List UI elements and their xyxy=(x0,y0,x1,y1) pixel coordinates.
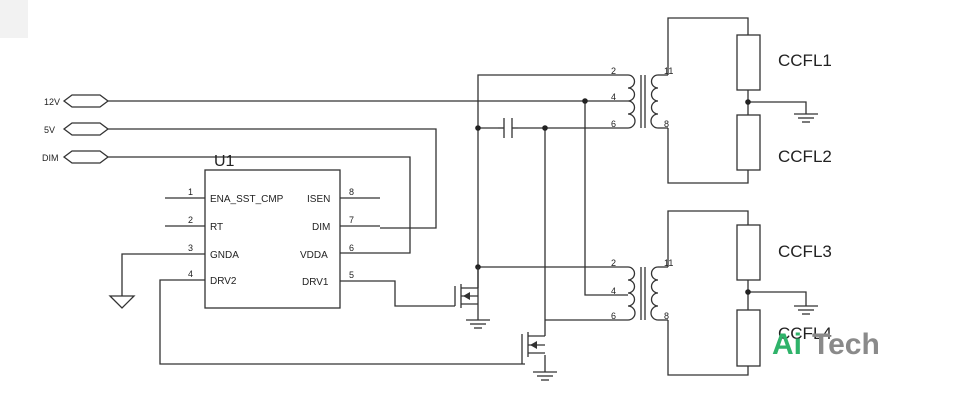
ground-fet2 xyxy=(533,371,557,381)
lamp-body xyxy=(736,34,761,91)
pin-label: DIM xyxy=(312,222,330,233)
wire-t1-pin2 xyxy=(477,74,628,306)
ground-gnda xyxy=(108,295,136,309)
pin-label: ENA_SST_CMP xyxy=(210,194,284,205)
ic-body xyxy=(204,169,341,309)
pin-num: 4 xyxy=(611,92,616,102)
transformer-t2: 2 4 6 11 8 xyxy=(611,258,673,321)
wire-drv2 xyxy=(159,279,525,365)
input-5v-connector xyxy=(62,122,110,136)
input-5v-label: 5V xyxy=(44,125,55,135)
input-12v-connector xyxy=(62,94,110,108)
pin-num: 5 xyxy=(349,270,354,280)
wire-5v xyxy=(108,128,437,229)
pin-num: 2 xyxy=(611,258,616,268)
wire-gnda xyxy=(121,253,205,296)
transformer-t1: 2 4 6 11 8 xyxy=(611,66,673,129)
ic-u1: U1 1 2 3 4 ENA_SST_CMP RT GNDA DRV2 ISEN… xyxy=(188,153,354,309)
pin-label: DRV2 xyxy=(210,276,237,287)
watermark-logo: Ai Tech xyxy=(772,328,880,361)
pin-label: VDDA xyxy=(300,250,328,261)
pin-num: 4 xyxy=(188,269,193,279)
pin-num: 8 xyxy=(349,187,354,197)
lamp-label: CCFL3 xyxy=(778,242,832,261)
pin-label: GNDA xyxy=(210,250,239,261)
pin-num: 6 xyxy=(349,243,354,253)
lamp-body xyxy=(736,309,761,367)
wires xyxy=(108,17,807,376)
input-12v: 12V xyxy=(44,94,110,108)
ground-lamps-1 xyxy=(794,113,818,123)
primary-coil xyxy=(627,74,636,129)
ground-fet1 xyxy=(466,319,490,329)
pin-label: DRV1 xyxy=(302,277,329,288)
wire-dim xyxy=(108,156,411,254)
pin-label: RT xyxy=(210,222,223,233)
pin-num: 2 xyxy=(611,66,616,76)
pin-num: 8 xyxy=(664,311,669,321)
pin-num: 1 xyxy=(188,187,193,197)
pin-num: 11 xyxy=(664,258,673,268)
wire-gnd-2 xyxy=(748,291,807,306)
input-dim-connector xyxy=(62,150,110,164)
wire-t1-sec-top xyxy=(667,17,749,75)
lamp-ccfl2: CCFL2 xyxy=(736,114,832,171)
pin-num: 6 xyxy=(611,311,616,321)
lamp-body xyxy=(736,114,761,171)
pin-num: 4 xyxy=(611,286,616,296)
input-5v: 5V xyxy=(44,122,110,136)
mosfet-q1 xyxy=(454,267,479,308)
pin-label: ISEN xyxy=(307,194,330,205)
junction-dot xyxy=(542,125,548,131)
wire-t2-sec-bot xyxy=(667,320,749,376)
corner-artifact xyxy=(0,0,28,38)
input-12v-label: 12V xyxy=(44,97,60,107)
lamp-label: CCFL1 xyxy=(778,51,832,70)
pin-num: 3 xyxy=(188,243,193,253)
junction-dot xyxy=(745,99,751,105)
wire-drv1 xyxy=(340,280,455,307)
junction-dot xyxy=(582,98,588,104)
input-dim: DIM xyxy=(42,150,110,164)
wire-t1-sec-bot xyxy=(667,128,749,184)
wire-t2-tap4 xyxy=(584,101,628,296)
secondary-coil xyxy=(650,266,659,321)
junction-dot xyxy=(475,125,481,131)
ic-ref: U1 xyxy=(214,153,235,170)
primary-coil xyxy=(627,266,636,321)
junctions xyxy=(475,98,751,295)
lamp-label: CCFL2 xyxy=(778,147,832,166)
capacitor xyxy=(498,118,518,138)
junction-dot xyxy=(745,289,751,295)
lamp-label: CCFL4 xyxy=(778,324,832,343)
lamp-ccfl4: CCFL4 xyxy=(736,309,832,367)
pin-num: 11 xyxy=(664,66,673,76)
pin-num: 2 xyxy=(188,215,193,225)
pin-num: 7 xyxy=(349,215,354,225)
input-dim-label: DIM xyxy=(42,153,59,163)
wire-gnd-1 xyxy=(748,101,807,114)
lamp-body xyxy=(736,224,761,281)
watermark-ai: Ai xyxy=(772,328,802,361)
lamp-ccfl1: CCFL1 xyxy=(736,34,832,91)
wire-t2-sec-top xyxy=(667,210,749,267)
lamp-ccfl3: CCFL3 xyxy=(736,224,832,281)
ground-lamps-2 xyxy=(794,305,818,315)
pin-num: 8 xyxy=(664,119,669,129)
secondary-coil xyxy=(650,74,659,129)
mosfet-q2 xyxy=(521,320,546,364)
watermark-tech: Tech xyxy=(812,328,880,361)
pin-num: 6 xyxy=(611,119,616,129)
